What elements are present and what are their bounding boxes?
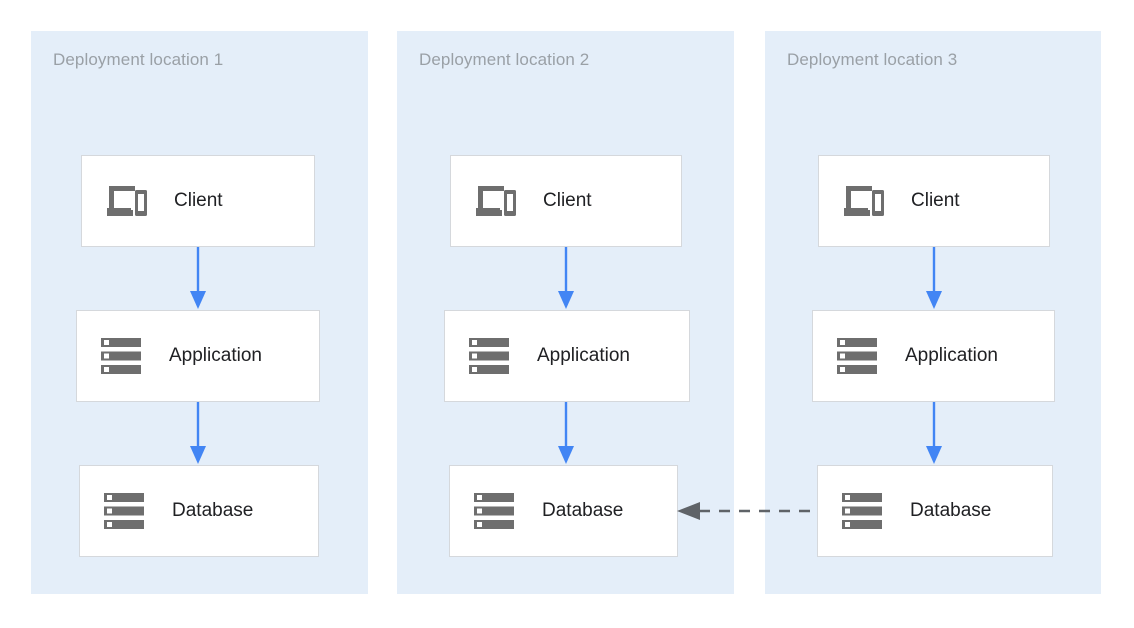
server-stack-icon — [467, 336, 511, 376]
node-database-2-label: Database — [542, 500, 624, 521]
node-client-1-label: Client — [174, 190, 223, 211]
node-client-2-label: Client — [543, 190, 592, 211]
node-database-1-label: Database — [172, 500, 254, 521]
server-stack-icon — [835, 336, 879, 376]
arrow-client-1-to-application-1 — [187, 247, 209, 310]
node-client-3-label: Client — [911, 190, 960, 211]
arrow-client-3-to-application-3 — [923, 247, 945, 310]
node-application-3[interactable]: Application — [812, 310, 1055, 402]
client-devices-icon — [473, 181, 517, 221]
client-devices-icon — [104, 181, 148, 221]
node-application-3-label: Application — [905, 345, 998, 366]
node-database-3-label: Database — [910, 500, 992, 521]
client-devices-icon — [841, 181, 885, 221]
server-stack-icon — [99, 336, 143, 376]
node-client-3[interactable]: Client — [818, 155, 1050, 247]
server-stack-icon — [472, 491, 516, 531]
server-stack-icon — [102, 491, 146, 531]
node-database-3[interactable]: Database — [817, 465, 1053, 557]
arrow-application-1-to-database-1 — [187, 402, 209, 465]
node-database-1[interactable]: Database — [79, 465, 319, 557]
node-application-2-label: Application — [537, 345, 630, 366]
arrow-client-2-to-application-2 — [555, 247, 577, 310]
node-client-1[interactable]: Client — [81, 155, 315, 247]
node-database-2[interactable]: Database — [449, 465, 678, 557]
deployment-location-3-title: Deployment location 3 — [787, 50, 958, 69]
arrow-application-3-to-database-3 — [923, 402, 945, 465]
arrow-application-2-to-database-2 — [555, 402, 577, 465]
server-stack-icon — [840, 491, 884, 531]
node-application-1-label: Application — [169, 345, 262, 366]
node-client-2[interactable]: Client — [450, 155, 682, 247]
arrow-database-3-to-database-2 — [677, 500, 819, 522]
deployment-location-1-title: Deployment location 1 — [53, 50, 224, 69]
deployment-location-2-title: Deployment location 2 — [419, 50, 590, 69]
node-application-2[interactable]: Application — [444, 310, 690, 402]
node-application-1[interactable]: Application — [76, 310, 320, 402]
